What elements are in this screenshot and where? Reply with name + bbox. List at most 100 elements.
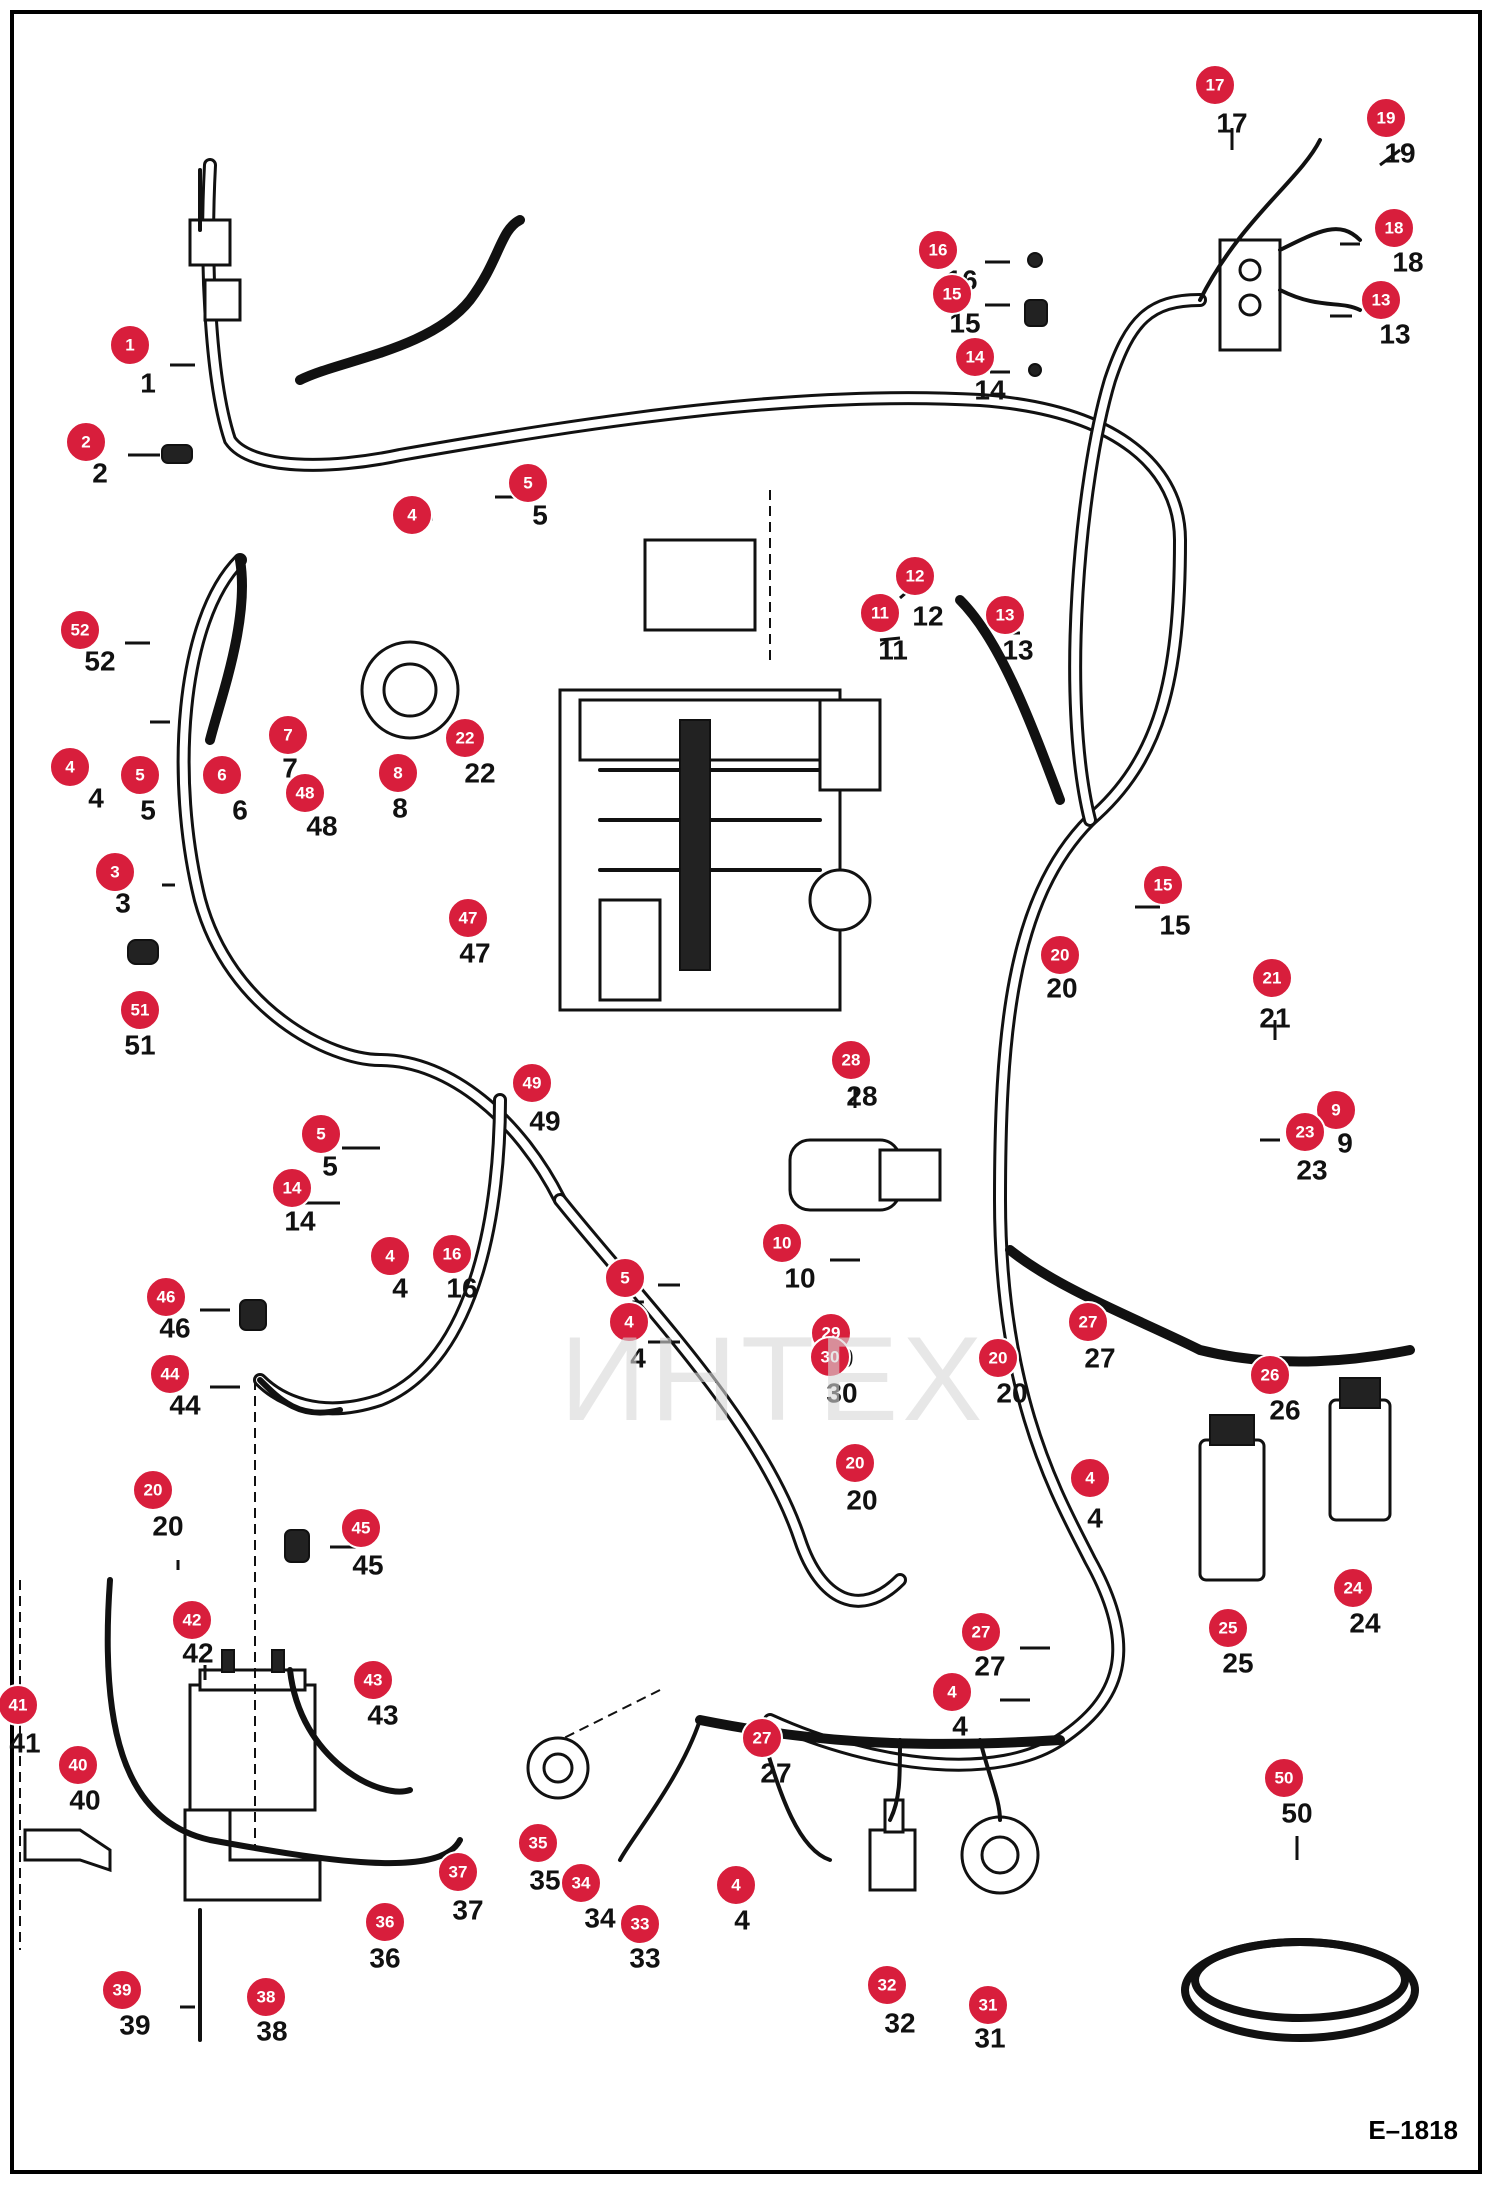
- callout-circle: [931, 273, 973, 315]
- callout-badge-14: 14: [954, 336, 996, 378]
- part-number-label-27: 27: [974, 1651, 1005, 1682]
- callout-number: 52: [71, 621, 90, 640]
- part-number-label-15: 15: [1159, 910, 1190, 941]
- callout-badge-51: 51: [119, 989, 161, 1031]
- callout-badge-17: 17: [1194, 64, 1236, 106]
- callout-badge-6: 6: [201, 754, 243, 796]
- callout-badge-49: 49: [511, 1062, 553, 1104]
- callout-badge-4: 4: [608, 1301, 650, 1343]
- callout-circle: [201, 754, 243, 796]
- callout-number: 32: [878, 1976, 897, 1995]
- part-number-label-4: 4: [392, 1273, 408, 1304]
- callout-badge-48: 48: [284, 772, 326, 814]
- callout-number: 42: [183, 1611, 202, 1630]
- callout-badge-15: 15: [931, 273, 973, 315]
- part-number-label-13: 13: [1379, 319, 1410, 350]
- callout-number: 27: [753, 1729, 772, 1748]
- callout-number: 10: [773, 1234, 792, 1253]
- callout-circle: [49, 746, 91, 788]
- callout-circle: [271, 1167, 313, 1209]
- part-number-label-27: 27: [760, 1758, 791, 1789]
- part-number-label-20: 20: [152, 1511, 183, 1542]
- callout-badge-34: 34: [560, 1862, 602, 1904]
- callout-circle: [57, 1744, 99, 1786]
- callout-circle: [1249, 1354, 1291, 1396]
- callout-number: 30: [821, 1348, 840, 1367]
- callout-circle: [715, 1864, 757, 1906]
- part-number-label-16: 16: [446, 1273, 477, 1304]
- callout-badge-13: 13: [984, 594, 1026, 636]
- callout-circle: [245, 1976, 287, 2018]
- part-number-label-47: 47: [459, 938, 490, 969]
- callout-circle: [741, 1717, 783, 1759]
- callout-circle: [65, 421, 107, 463]
- callout-badge-46: 46: [145, 1276, 187, 1318]
- callout-circle: [809, 1336, 851, 1378]
- callout-badge-40: 40: [57, 1744, 99, 1786]
- callout-number: 1: [125, 336, 134, 355]
- watermark: ИНТЕХ: [560, 1312, 987, 1446]
- callout-number: 16: [443, 1245, 462, 1264]
- callout-circle: [1373, 207, 1415, 249]
- callout-number: 5: [316, 1125, 325, 1144]
- callout-number: 51: [131, 1001, 150, 1020]
- callout-number: 45: [352, 1519, 371, 1538]
- part-number-label-6: 6: [232, 795, 248, 826]
- callout-circle: [859, 592, 901, 634]
- part-number-label-4: 4: [88, 783, 104, 814]
- callout-number: 39: [113, 1981, 132, 2000]
- part-number-label-49: 49: [529, 1106, 560, 1137]
- callout-circle: [931, 1671, 973, 1713]
- part-number-label-27: 27: [1084, 1343, 1115, 1374]
- part-number-label-32: 32: [884, 2008, 915, 2039]
- callout-badge-47: 47: [447, 897, 489, 939]
- callout-circle: [364, 1901, 406, 1943]
- callout-circle: [437, 1851, 479, 1893]
- callout-number: 27: [972, 1623, 991, 1642]
- part-number-label-38: 38: [256, 2016, 287, 2047]
- callout-circle: [119, 989, 161, 1031]
- callout-badge-4: 4: [391, 494, 433, 536]
- part-number-label-5: 5: [322, 1151, 338, 1182]
- component-shapes: [19, 138, 1419, 2042]
- callout-badge-31: 31: [967, 1984, 1009, 2026]
- callout-circle: [761, 1222, 803, 1264]
- callout-number: 12: [906, 567, 925, 586]
- part-number-label-28: 28: [846, 1081, 877, 1112]
- part-number-labels: 1719181316151412451211135245678224834751…: [9, 108, 1423, 2054]
- callout-badge-42: 42: [171, 1599, 213, 1641]
- callout-badge-5: 5: [119, 754, 161, 796]
- part-number-label-14: 14: [974, 375, 1006, 406]
- part-number-label-12: 12: [912, 601, 943, 632]
- part-number-label-9: 9: [1337, 1128, 1353, 1159]
- part-number-label-33: 33: [629, 1943, 660, 1974]
- callout-number: 31: [979, 1996, 998, 2015]
- callout-badge-50: 50: [1263, 1757, 1305, 1799]
- part-number-label-1: 1: [140, 368, 156, 399]
- callout-badge-39: 39: [101, 1969, 143, 2011]
- callout-number: 41: [9, 1696, 28, 1715]
- callout-number: 20: [144, 1481, 163, 1500]
- part-number-label-18: 18: [1392, 247, 1423, 278]
- callout-number: 40: [69, 1756, 88, 1775]
- callout-badge-15: 15: [1142, 864, 1184, 906]
- part-number-label-20: 20: [846, 1485, 877, 1516]
- callout-badge-5: 5: [507, 462, 549, 504]
- callout-badge-23: 23: [1284, 1111, 1326, 1153]
- callout-badge-21: 21: [1251, 957, 1293, 999]
- part-number-label-10: 10: [784, 1263, 815, 1294]
- callout-badge-43: 43: [352, 1659, 394, 1701]
- callout-badge-16: 16: [431, 1233, 473, 1275]
- part-number-label-19: 19: [1384, 138, 1415, 169]
- callout-circle: [267, 714, 309, 756]
- part-number-label-5: 5: [140, 795, 156, 826]
- callout-number: 37: [449, 1863, 468, 1882]
- callout-badge-13: 13: [1360, 279, 1402, 321]
- callout-number: 4: [385, 1247, 395, 1266]
- callout-badge-20: 20: [132, 1469, 174, 1511]
- part-number-label-3: 3: [115, 888, 131, 919]
- callout-number: 27: [1079, 1313, 1098, 1332]
- callout-circle: [917, 229, 959, 271]
- callout-number: 17: [1206, 76, 1225, 95]
- callout-badge-36: 36: [364, 1901, 406, 1943]
